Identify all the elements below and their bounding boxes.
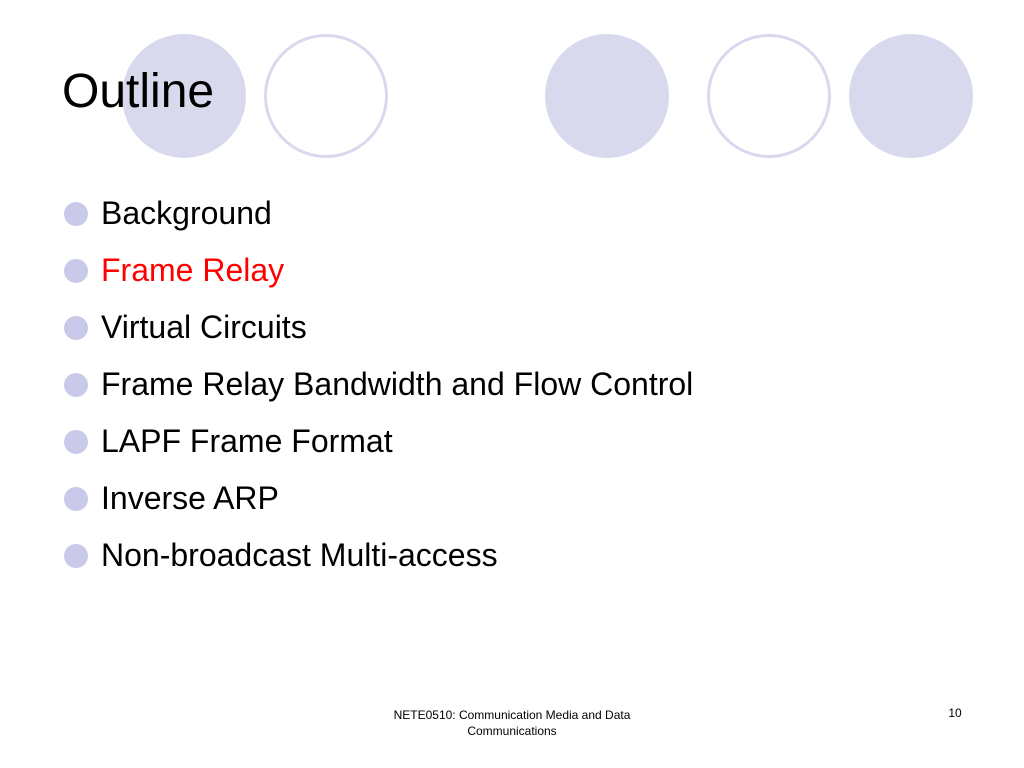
bullet-text: Background [101, 195, 272, 231]
bullet-item-bandwidth-flow-control: Frame Relay Bandwidth and Flow Control [64, 356, 693, 413]
decor-circle-2 [264, 34, 388, 158]
slide-footer: NETE0510: Communication Media and Data C… [352, 707, 672, 739]
bullet-dot-icon [64, 429, 88, 454]
bullet-text: Virtual Circuits [101, 309, 307, 345]
footer-line-2: Communications [467, 724, 557, 738]
bullet-text: LAPF Frame Format [101, 423, 393, 459]
bullet-item-virtual-circuits: Virtual Circuits [64, 299, 693, 356]
decor-circle-5 [849, 34, 973, 158]
bullet-text: Inverse ARP [101, 480, 279, 516]
bullet-item-lapf-frame-format: LAPF Frame Format [64, 413, 693, 470]
decor-circle-1 [122, 34, 246, 158]
bullet-dot-icon [64, 543, 88, 568]
decor-circle-3 [545, 34, 669, 158]
bullet-list: Background Frame Relay Virtual Circuits … [64, 185, 693, 584]
bullet-dot-icon [64, 372, 88, 397]
decor-circle-4 [707, 34, 831, 158]
bullet-dot-icon [64, 315, 88, 340]
bullet-dot-icon [64, 486, 88, 511]
page-number: 10 [948, 706, 962, 720]
bullet-text: Frame Relay Bandwidth and Flow Control [101, 366, 694, 402]
bullet-item-background: Background [64, 185, 693, 242]
bullet-item-inverse-arp: Inverse ARP [64, 470, 693, 527]
bullet-item-nbma: Non-broadcast Multi-access [64, 527, 693, 584]
bullet-text: Frame Relay [101, 252, 285, 288]
bullet-text: Non-broadcast Multi-access [101, 537, 498, 573]
bullet-dot-icon [64, 201, 88, 226]
footer-line-1: NETE0510: Communication Media and Data [393, 708, 631, 722]
bullet-dot-icon [64, 258, 88, 283]
bullet-item-frame-relay: Frame Relay [64, 242, 693, 299]
slide-title: Outline [62, 65, 215, 118]
